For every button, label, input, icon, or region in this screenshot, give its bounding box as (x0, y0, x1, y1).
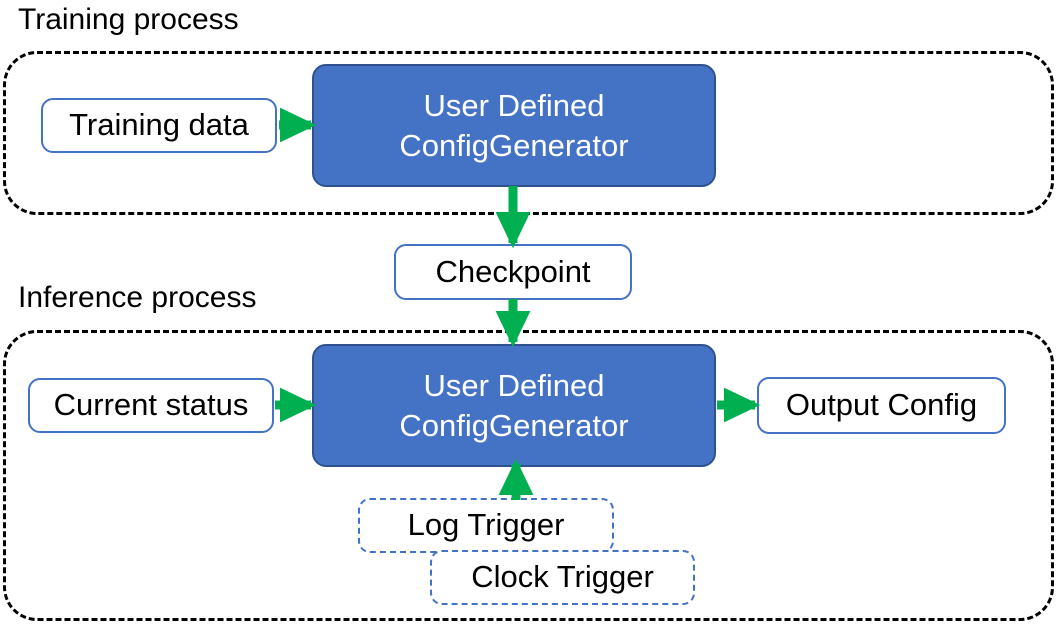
checkpoint-box[interactable]: Checkpoint (394, 244, 632, 300)
inference-process-caption: Inference process (16, 281, 259, 315)
training-config-generator-line1: User Defined (423, 87, 605, 123)
inference-config-generator-line1: User Defined (423, 367, 605, 403)
training-config-generator-label: User Defined ConfigGenerator (399, 86, 628, 165)
inference-config-generator-box[interactable]: User Defined ConfigGenerator (312, 344, 716, 467)
inference-config-generator-label: User Defined ConfigGenerator (399, 366, 628, 445)
training-data-box[interactable]: Training data (41, 98, 277, 153)
inference-config-generator-line2: ConfigGenerator (399, 407, 629, 443)
training-config-generator-line2: ConfigGenerator (399, 127, 629, 163)
log-trigger-box[interactable]: Log Trigger (358, 498, 614, 553)
training-process-caption: Training process (16, 3, 241, 37)
training-config-generator-box[interactable]: User Defined ConfigGenerator (312, 64, 716, 187)
clock-trigger-box[interactable]: Clock Trigger (430, 550, 695, 605)
output-config-box[interactable]: Output Config (757, 377, 1006, 434)
current-status-box[interactable]: Current status (28, 378, 274, 433)
